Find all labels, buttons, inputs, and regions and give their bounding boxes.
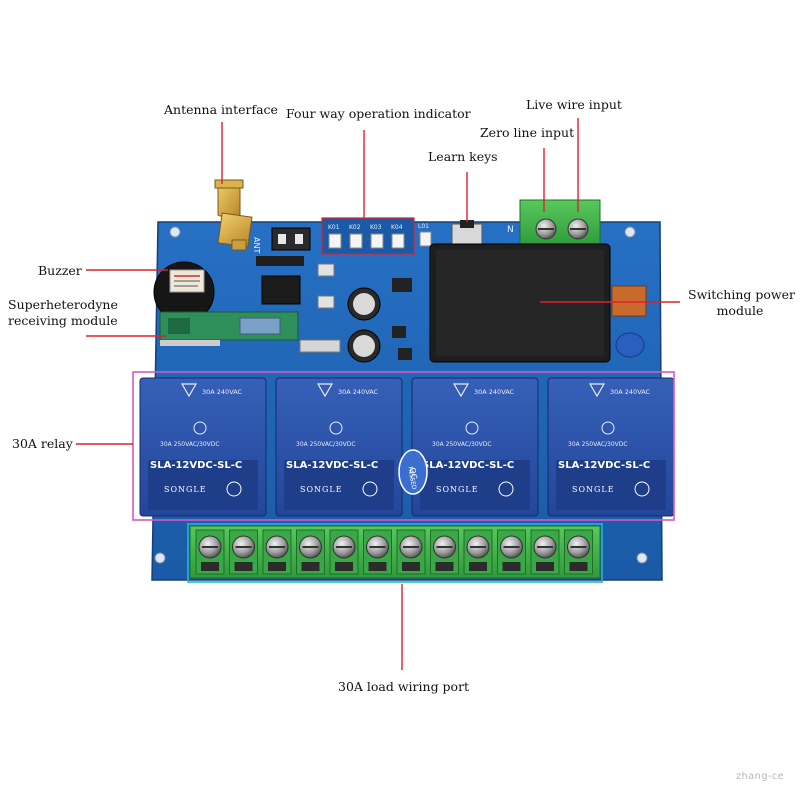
wire-entry [435,562,454,571]
label-30a-relay: 30A relay [12,436,73,451]
label-switching-2: module [716,303,764,318]
relay: 30A 240VAC 30A 250VAC/30VDC SLA-12VDC-SL-C… [139,377,267,517]
leader-lines [76,118,680,670]
label-buzzer: Buzzer [38,263,82,278]
label-superhet-1: Superheterodyne [8,297,118,312]
wire-entry [234,562,253,571]
label-load-wiring-port: 30A load wiring port [338,679,470,694]
relay-rating-2: 30A 250VAC/30VDC [432,441,492,448]
songle-logo-icon [498,481,514,497]
led-label: K02 [349,224,361,231]
antenna-connector: ANT [214,179,261,253]
wire-entry [569,562,588,571]
relay-rating-1: 30A 240VAC [202,388,243,396]
led-extra [419,231,432,247]
mounting-hole [636,552,648,564]
wire-entry [301,562,320,571]
relay-model: SLA-12VDC-SL-C [150,460,242,471]
relay-brand: SONGLE [436,485,479,494]
relay-model: SLA-12VDC-SL-C [558,460,650,471]
superheterodyne-module [159,311,299,346]
led-indicator [349,233,363,249]
label-superhet-2: receiving module [8,313,118,328]
relay-rating-1: 30A 240VAC [338,388,379,396]
relay-brand: SONGLE [164,485,207,494]
terminal-highlight-box [187,523,603,583]
control-ic [256,256,341,353]
cqc-mark-icon [329,421,343,435]
wire-entry [201,562,219,571]
relay-group: 30A 240VAC 30A 250VAC/30VDC SLA-12VDC-SL-C… [139,377,675,517]
label-switching-1: Switching power [688,287,795,302]
relay: 30A 240VAC 30A 250VAC/30VDC SLA-12VDC-SL-C… [275,377,403,517]
wire-entry [268,562,286,571]
switching-power-module [429,243,647,363]
qc-passed-text: PASSED [406,466,417,491]
relay-model: SLA-12VDC-SL-C [422,460,514,471]
relay-rating-1: 30A 240VAC [610,388,651,396]
relay-model: SLA-12VDC-SL-C [286,460,378,471]
relay-logo-icon [588,383,606,398]
songle-logo-icon [362,481,378,497]
relay-brand: SONGLE [572,485,615,494]
relay-rating-2: 30A 250VAC/30VDC [568,441,628,448]
relay-logo-icon [180,383,198,398]
label-four-way-indicator: Four way operation indicator [286,106,471,121]
ac-input-terminal: N [507,199,601,247]
load-terminal-block [189,525,601,579]
led-indicator [328,233,342,249]
mounting-hole [169,226,181,238]
cqc-mark-icon [193,421,207,435]
wire-entry [335,562,353,571]
buzzer [153,261,215,323]
label-live-wire-input: Live wire input [526,97,622,112]
mounting-hole [154,552,166,564]
watermark: zhang-ce [735,771,784,782]
wire-entry [368,562,387,571]
relay-rating-2: 30A 250VAC/30VDC [160,441,220,448]
led-extra-label: L01 [418,223,429,230]
label-learn-keys: Learn keys [428,149,498,164]
wire-entry [402,562,420,571]
relay-rating-1: 30A 240VAC [474,388,515,396]
relay-rating-2: 30A 250VAC/30VDC [296,441,356,448]
ant-silkscreen: ANT [252,237,261,253]
indicator-highlight-box [321,217,415,255]
wire-entry [502,562,521,571]
songle-logo-icon [226,481,242,497]
capacitors [347,278,412,363]
relay-logo-icon [316,383,334,398]
label-zero-line-input: Zero line input [480,125,575,140]
relay: 30A 240VAC 30A 250VAC/30VDC SLA-12VDC-SL-C… [547,377,675,517]
learn-key-switch [451,220,483,247]
cqc-mark-icon [465,421,479,435]
qc-sticker: QC PASSED [398,449,428,495]
mounting-hole [624,226,636,238]
four-way-indicators: K01 K02 K03 K04 L01 [322,218,432,254]
led-label: K04 [391,224,403,231]
led-indicator [370,233,384,249]
relay-highlight-box [132,371,675,521]
label-antenna-interface: Antenna interface [164,102,278,117]
cqc-mark-icon [601,421,615,435]
jumper-header [271,227,311,251]
led-indicator [391,233,405,249]
led-label: K01 [328,224,340,231]
songle-logo-icon [634,481,650,497]
n-silkscreen: N [507,225,514,235]
led-label: K03 [370,224,382,231]
relay-brand: SONGLE [300,485,343,494]
qc-text: QC [408,467,419,481]
relay-logo-icon [452,383,470,398]
relay: 30A 240VAC 30A 250VAC/30VDC SLA-12VDC-SL-C… [411,377,539,517]
wire-entry [469,562,487,571]
wire-entry [536,562,554,571]
